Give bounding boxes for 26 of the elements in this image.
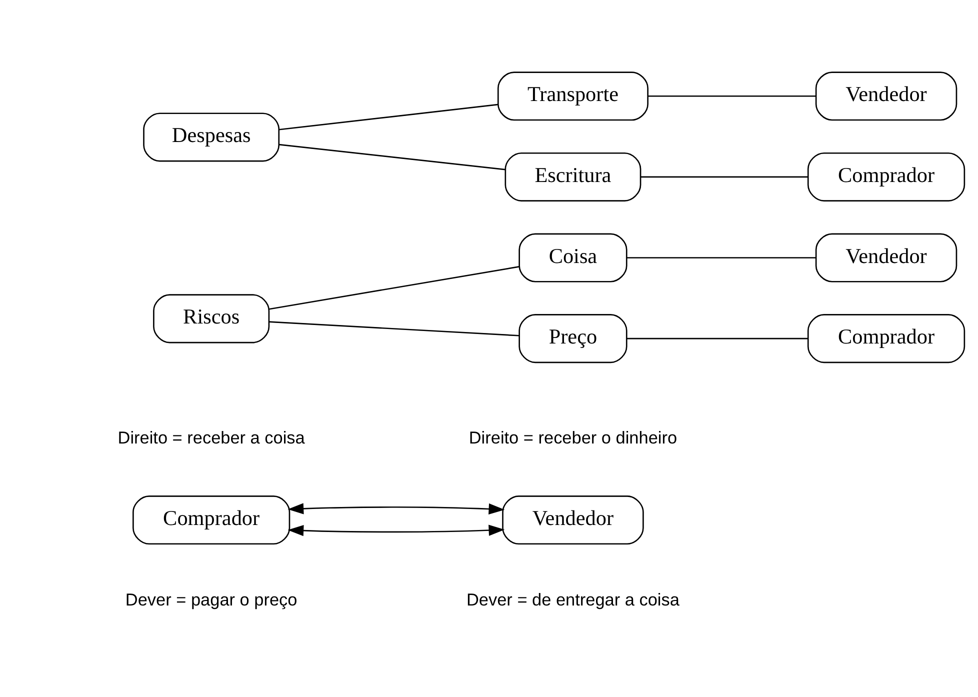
connector: [640, 176, 808, 178]
arrow: [288, 524, 505, 536]
node-box: Vendedor: [815, 72, 958, 121]
label: Direito = receber a coisa: [118, 428, 305, 448]
node-box: Coisa: [518, 233, 628, 282]
node-box: Vendedor: [815, 233, 958, 282]
connector: [626, 257, 816, 258]
node-box: Comprador: [807, 314, 966, 364]
connector: [269, 266, 520, 310]
label: Direito = receber o dinheiro: [468, 428, 678, 448]
node-box: Riscos: [153, 294, 270, 344]
connector: [278, 104, 498, 130]
node-box: Despesas: [143, 112, 280, 162]
label: Dever = pagar o preço: [125, 589, 298, 610]
connector: [648, 95, 816, 97]
node-box: Preço: [518, 314, 628, 364]
node-box: Vendedor: [502, 496, 644, 545]
arrow: [288, 503, 505, 515]
node-box: Escritura: [504, 152, 642, 202]
connector: [269, 321, 520, 336]
node-box: Comprador: [807, 152, 966, 202]
label: Dever = de entregar a coisa: [466, 589, 680, 610]
node-box: Transporte: [497, 72, 648, 121]
connector: [626, 338, 808, 340]
node-box: Comprador: [132, 496, 290, 545]
connector: [278, 144, 506, 170]
